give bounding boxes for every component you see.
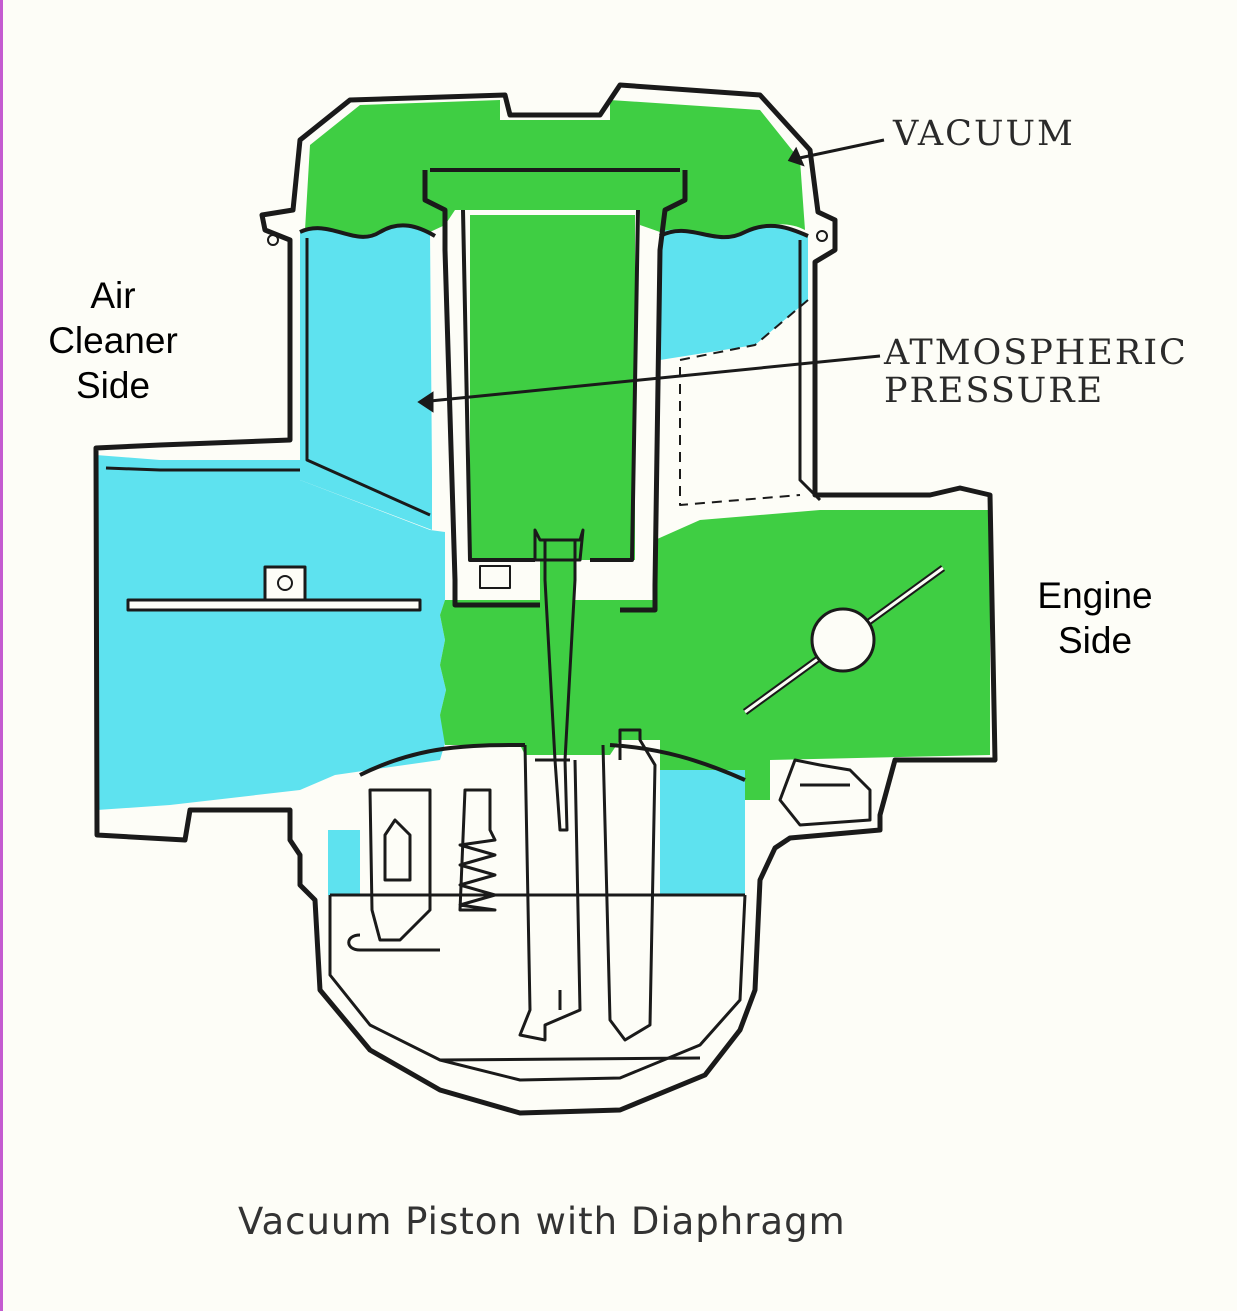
piston-outer-wall <box>422 170 688 613</box>
left-atmospheric-chamber <box>300 224 432 531</box>
air-cleaner-label-line2: Cleaner <box>48 320 178 361</box>
air-intake-throat <box>96 455 446 810</box>
air-cleaner-label-line1: Air <box>90 275 136 316</box>
vacuum-leader-line <box>789 138 885 162</box>
needle-holder <box>533 528 585 562</box>
atmospheric-pressure-region <box>96 224 808 895</box>
air-cleaner-side-label: Air Cleaner Side <box>28 273 198 408</box>
left-diaphragm <box>299 223 437 239</box>
right-diaphragm <box>659 223 809 240</box>
piston-inner-wall <box>430 168 680 562</box>
atmospheric-leader-line <box>419 354 881 404</box>
venturi-plate <box>126 598 422 612</box>
inner-housing-outline <box>105 238 822 517</box>
atmospheric-label-line2: PRESSURE <box>884 371 1105 411</box>
vacuum-passage-dashed <box>679 299 809 506</box>
engine-label-line1: Engine <box>1037 575 1153 616</box>
main-jet-tube <box>601 728 657 1042</box>
float-bowl-left-pocket <box>328 830 360 895</box>
vacuum-label-text: VACUUM <box>893 114 1075 154</box>
engine-side-label: Engine Side <box>1020 573 1170 663</box>
diagram-caption: Vacuum Piston with Diaphragm <box>238 1200 846 1243</box>
right-cap-screw <box>816 230 828 242</box>
float-needle-valve <box>368 788 432 942</box>
air-jet-filter <box>479 565 511 589</box>
vacuum-leader-arrow <box>787 146 805 167</box>
body-outline <box>93 82 998 1116</box>
right-atmospheric-chamber <box>660 225 808 360</box>
engine-side-boss <box>778 758 872 827</box>
float-pivot-hook <box>347 933 440 952</box>
outer-housing-outline <box>93 82 998 1116</box>
float-bowl-right-pocket <box>660 770 745 895</box>
atmospheric-label-line1: ATMOSPHERIC <box>884 333 1188 373</box>
float-bowl-inner-outline <box>328 894 747 1082</box>
float-bowl-bottom-line <box>439 1056 701 1062</box>
caption-text: Vacuum Piston with Diaphragm <box>238 1200 846 1243</box>
vacuum-label: VACUUM <box>893 114 1075 154</box>
leader-lines <box>417 138 885 413</box>
float-bowl-rim <box>359 743 746 782</box>
air-cleaner-label-line3: Side <box>75 365 151 406</box>
starter-jet-coil <box>277 575 293 591</box>
starter-jet-box <box>263 565 307 602</box>
atmospheric-leader-arrow <box>417 391 434 413</box>
atmospheric-pressure-label: ATMOSPHERIC PRESSURE <box>884 334 1188 410</box>
pilot-screw-spring <box>458 788 497 912</box>
engine-label-line2: Side <box>1057 620 1133 661</box>
throttle-shaft <box>810 607 876 673</box>
engine-side-passage <box>440 510 990 800</box>
needle-jet-tube <box>518 744 582 1042</box>
page-edge-strip <box>0 0 3 1311</box>
left-cap-screw <box>267 234 279 246</box>
jet-needle <box>543 538 577 832</box>
